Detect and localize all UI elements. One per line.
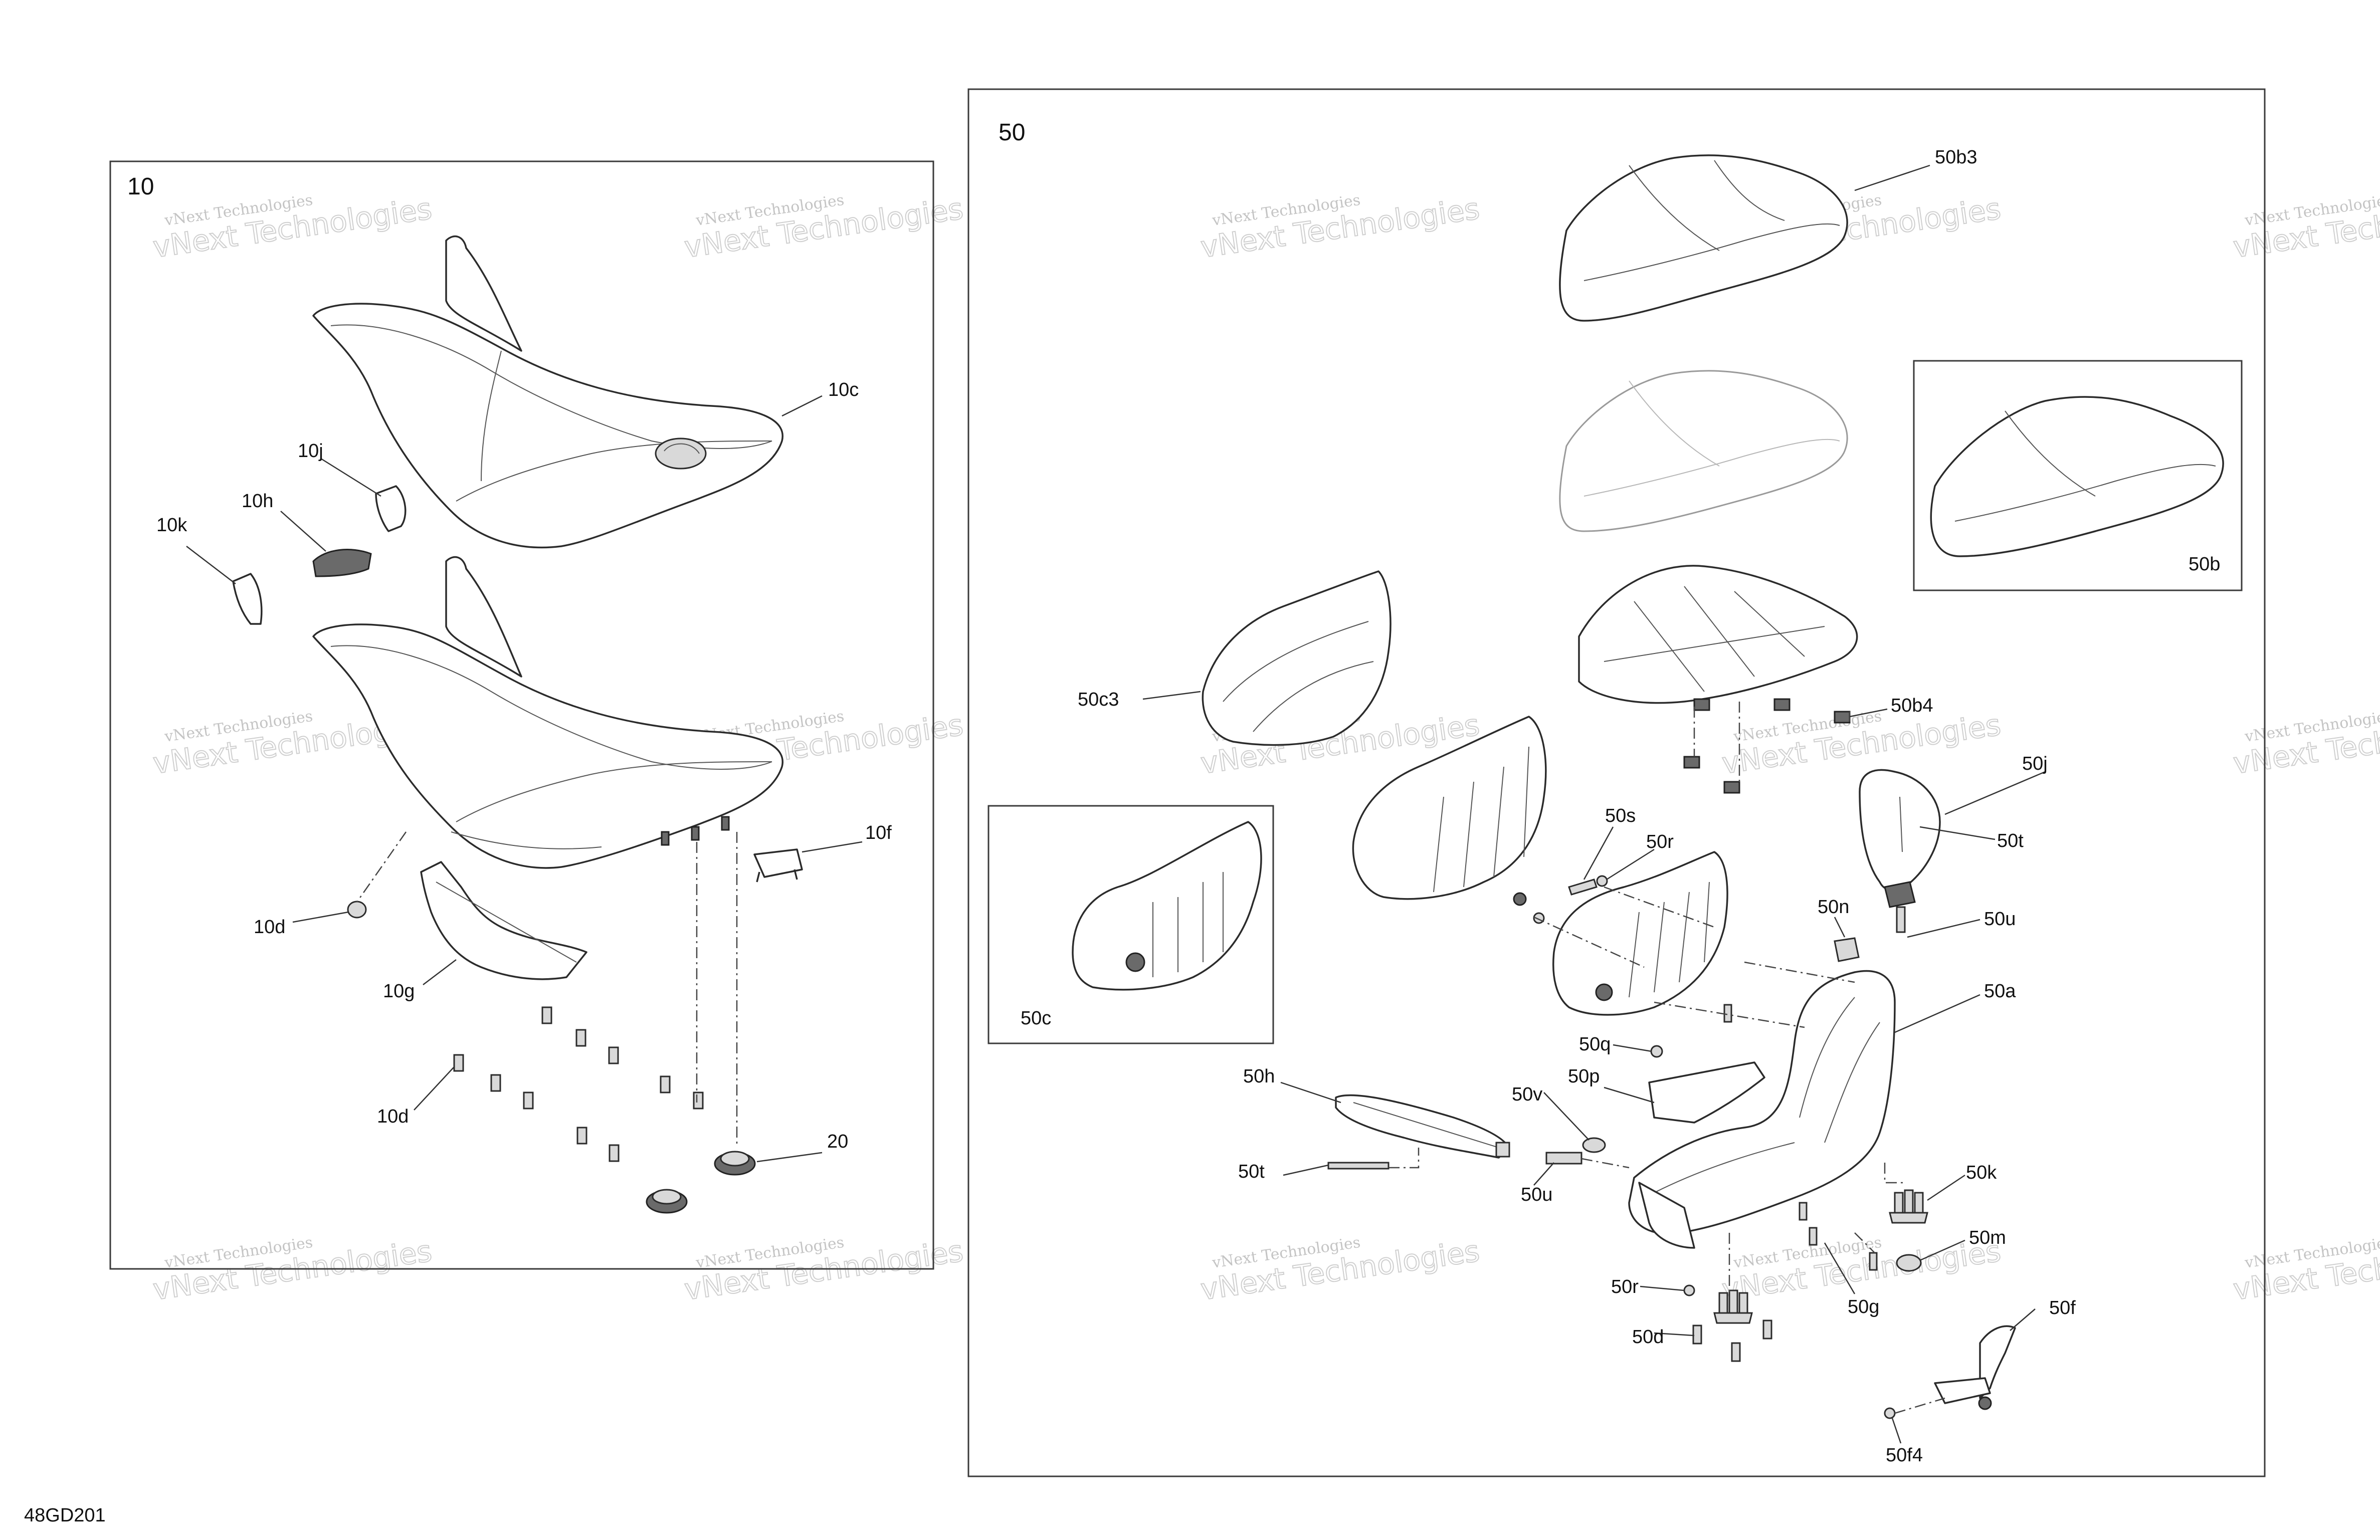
- diagram-code: 48GD201: [24, 1505, 106, 1526]
- callout-50r-lower: 50r: [1611, 1276, 1639, 1297]
- callout-10j: 10j: [298, 441, 323, 462]
- subassembly-50c-frame: [987, 805, 1274, 1044]
- seat-cover-ghost: [1559, 370, 1848, 532]
- panel-50p: [1648, 1061, 1765, 1124]
- callout-50u-lower: 50u: [1521, 1184, 1552, 1205]
- subassembly-label-50b: 50b: [2189, 554, 2220, 575]
- callout-labels: 10c 10j 10h 10k 10f 10d 10g 10d 20 50b3 …: [156, 147, 2076, 1466]
- clip-10k: [232, 573, 263, 625]
- clip-10h: [312, 549, 372, 577]
- callout-10c: 10c: [828, 379, 859, 400]
- callout-20: 20: [827, 1131, 848, 1152]
- backrest-assembly-50c: [1072, 821, 1262, 991]
- callout-50m: 50m: [1969, 1227, 2006, 1248]
- callout-10g: 10g: [383, 981, 415, 1002]
- release-lever-50f: [1934, 1325, 2016, 1410]
- callout-50t-upper: 50t: [1997, 830, 2024, 851]
- sleeve-50u: [1545, 1152, 1582, 1165]
- callout-10h: 10h: [242, 491, 273, 512]
- callout-50b3: 50b3: [1935, 147, 1977, 168]
- callout-10d-lower: 10d: [377, 1106, 409, 1127]
- subassembly-label-50c: 50c: [1021, 1008, 1051, 1029]
- cap-50v: [1582, 1137, 1606, 1153]
- callout-50j: 50j: [2022, 753, 2048, 774]
- latch-50n: [1834, 937, 1860, 962]
- callout-50d: 50d: [1632, 1327, 1664, 1348]
- clip-10j: [375, 485, 407, 532]
- grab-handle-50h: [1335, 1094, 1510, 1159]
- callout-50f: 50f: [2049, 1297, 2076, 1318]
- callout-50h: 50h: [1243, 1066, 1275, 1087]
- screw: [1513, 892, 1527, 906]
- bushing-20: [646, 1151, 756, 1214]
- seat-cover-10c: [312, 235, 783, 549]
- screw: [1723, 1004, 1732, 1023]
- bolt-50s: [1568, 878, 1598, 896]
- callout-50q: 50q: [1579, 1034, 1611, 1055]
- callout-50f4: 50f4: [1886, 1445, 1923, 1466]
- screws-50g: [1799, 1202, 1878, 1271]
- section-label-10: 10: [127, 173, 154, 200]
- callout-50k: 50k: [1966, 1162, 1997, 1183]
- callout-50b4: 50b4: [1891, 695, 1933, 716]
- screw-50q: [1650, 1045, 1663, 1058]
- callout-50c3: 50c3: [1078, 689, 1119, 710]
- section-10-frame: [109, 160, 934, 1270]
- seat-frame-50b4: [1578, 565, 1858, 794]
- backrest-frame: [1552, 851, 1728, 1016]
- callout-50r-upper: 50r: [1646, 831, 1674, 852]
- callout-50u-upper: 50u: [1984, 909, 2016, 930]
- callout-50t-lower: 50t: [1238, 1161, 1265, 1182]
- backrest-middle: [1352, 716, 1547, 900]
- nut-50f4: [1884, 1407, 1896, 1419]
- section-label-50: 50: [999, 119, 1025, 146]
- section-50-frame: [967, 88, 2266, 1477]
- seat-assembly-50b: [1930, 396, 2224, 557]
- callout-10f: 10f: [865, 822, 892, 843]
- callout-10d-upper: 10d: [254, 917, 285, 938]
- seat-cover-50b3: [1559, 154, 1848, 322]
- clamp-50k: [1889, 1189, 1928, 1224]
- washer-50r: [1596, 875, 1608, 887]
- stud-set-10d: [453, 1006, 704, 1162]
- clamp-50d: [1713, 1289, 1753, 1324]
- subassembly-50b-frame: [1913, 360, 2243, 591]
- callout-50s: 50s: [1605, 805, 1636, 826]
- callout-50p: 50p: [1568, 1066, 1600, 1087]
- bracket-10f: [753, 848, 803, 883]
- grommet-10d: [347, 901, 367, 919]
- heat-shield-10g: [420, 861, 587, 980]
- seat-base-50a: [1628, 970, 1896, 1249]
- hardware-lower: [1683, 1284, 1772, 1362]
- handle-50j: [1859, 769, 1941, 933]
- seat-base-lower: [312, 556, 783, 869]
- bumper-50m: [1896, 1254, 1922, 1272]
- callout-50n: 50n: [1818, 897, 1849, 918]
- backrest-cover-50c3: [1202, 570, 1392, 746]
- callout-50a: 50a: [1984, 981, 2016, 1002]
- callout-50v: 50v: [1512, 1084, 1542, 1105]
- callout-50g: 50g: [1848, 1296, 1879, 1317]
- pin-50t: [1327, 1162, 1390, 1170]
- callout-10k: 10k: [156, 515, 187, 536]
